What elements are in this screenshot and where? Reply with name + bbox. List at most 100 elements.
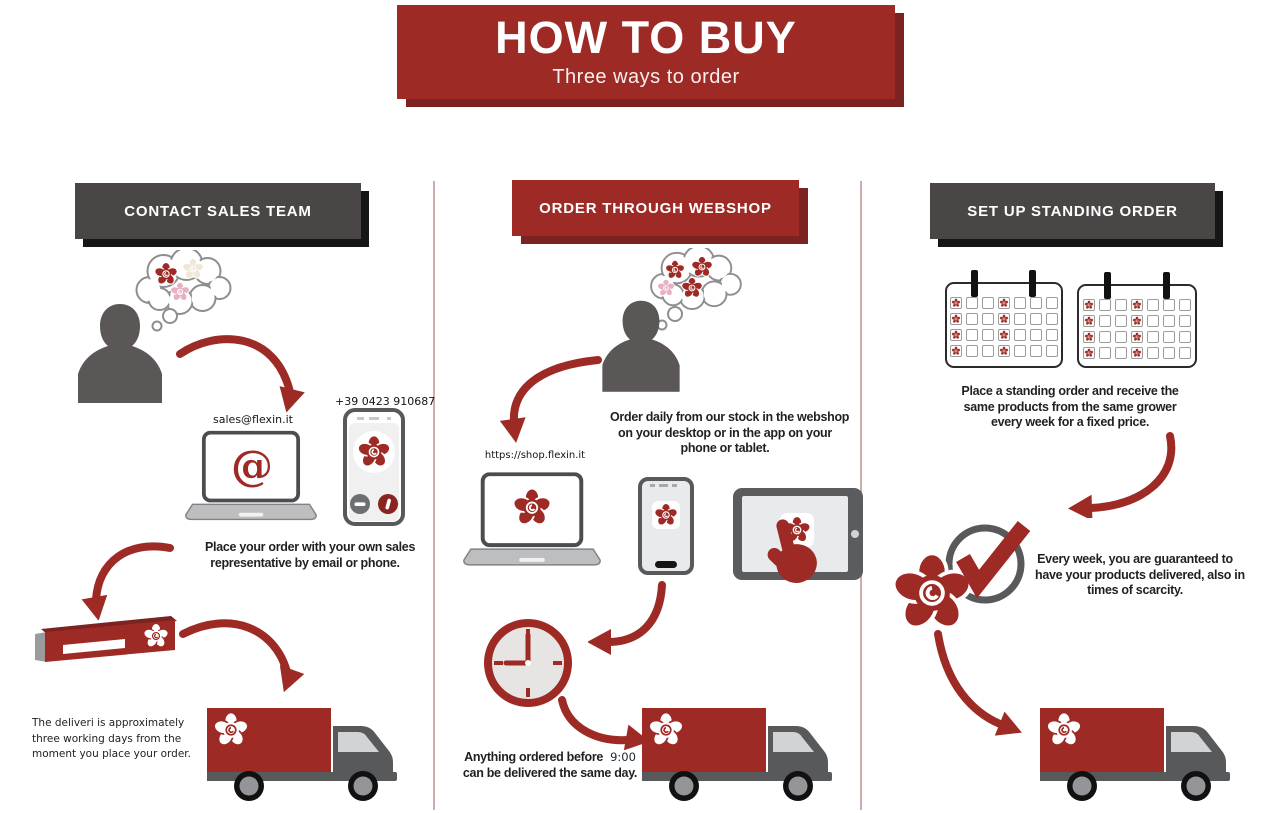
curved-arrow-icon — [934, 630, 1022, 736]
contact-header-title: CONTACT SALES TEAM — [124, 202, 312, 220]
rose-icon — [1131, 332, 1142, 342]
calendar-cell — [1130, 347, 1143, 359]
calendar-icon — [945, 270, 1063, 368]
at-symbol: @ — [231, 441, 273, 490]
calendar-cell — [1045, 345, 1058, 357]
calendar-cell — [1029, 297, 1042, 309]
calendar-cell — [1013, 329, 1026, 341]
delivery-truck-icon — [640, 702, 838, 802]
calendar-cell — [965, 297, 978, 309]
calendar-cell — [997, 297, 1010, 309]
calendar-cell — [1130, 315, 1143, 327]
calendar-cell — [1029, 313, 1042, 325]
standing-order-step2-text: Every week, you are guaranteed to have y… — [1035, 552, 1245, 597]
curved-arrow-icon — [499, 356, 602, 443]
rose-icon — [1083, 332, 1094, 342]
contact-delivery-note: The deliveri is approximately three work… — [32, 717, 191, 760]
calendar-cell — [997, 345, 1010, 357]
page-title: HOW TO BUY — [495, 12, 797, 63]
calendar-cell — [1130, 299, 1143, 311]
pointing-hand-icon — [762, 518, 820, 588]
webshop-url: https://shop.flexin.it — [484, 450, 586, 461]
contact-header-banner: CONTACT SALES TEAM — [75, 183, 361, 239]
rose-icon — [998, 298, 1009, 308]
standing-order-header-title: SET UP STANDING ORDER — [967, 202, 1178, 220]
sales-email: sales@flexin.it — [213, 413, 293, 426]
calendar-cell — [1146, 347, 1159, 359]
rose-icon — [950, 314, 961, 324]
calendar-cell — [1082, 347, 1095, 359]
calendar-cell — [1098, 315, 1111, 327]
webshop-step1-text: Order daily from our stock in the websho… — [610, 410, 850, 455]
calendar-cell — [1146, 331, 1159, 343]
check-circle-icon — [891, 521, 1031, 634]
calendar-cell — [1114, 331, 1127, 343]
calendar-cell — [1130, 331, 1143, 343]
column-divider-1 — [433, 181, 435, 810]
calendar-cell — [1162, 315, 1175, 327]
calendar-cell — [981, 313, 994, 325]
standing-order-step1-text: Place a standing order and receive the s… — [961, 384, 1179, 429]
calendar-cell — [1013, 297, 1026, 309]
sales-phone-number: +39 0423 910687 — [335, 395, 436, 408]
calendar-cell — [1162, 299, 1175, 311]
curved-arrow-icon — [81, 542, 174, 620]
curved-arrow-icon — [1068, 432, 1176, 518]
delivery-truck-icon — [1038, 702, 1236, 802]
calendar-cell — [1029, 345, 1042, 357]
calendar-cell — [949, 345, 962, 357]
calendar-cell — [1098, 299, 1111, 311]
standing-order-header-banner: SET UP STANDING ORDER — [930, 183, 1215, 239]
curved-arrow-icon — [588, 581, 666, 655]
calendar-cell — [981, 329, 994, 341]
calendar-cell — [1045, 313, 1058, 325]
calendar-cell — [949, 329, 962, 341]
rose-icon — [998, 314, 1009, 324]
calendar-cell — [1114, 315, 1127, 327]
calendar-cell — [1013, 345, 1026, 357]
calendar-peg — [971, 270, 978, 297]
phone-call-icon — [343, 408, 405, 526]
calendar-cell — [981, 345, 994, 357]
calendar-cell — [1082, 299, 1095, 311]
calendar-cell — [1045, 329, 1058, 341]
person-icon — [602, 300, 680, 392]
calendar-cell — [981, 297, 994, 309]
calendar-cell — [997, 313, 1010, 325]
calendar-cell — [1162, 331, 1175, 343]
rose-icon — [950, 330, 961, 340]
cutoff-time: 9:00 — [610, 750, 636, 764]
phone-app-icon — [638, 477, 694, 575]
calendar-peg — [1029, 270, 1036, 297]
calendar-cell — [1082, 331, 1095, 343]
curved-arrow-icon — [558, 696, 647, 751]
webshop-header-banner: ORDER THROUGH WEBSHOP — [512, 180, 799, 236]
delivery-truck-icon — [205, 702, 403, 802]
header-banner: HOW TO BUY Three ways to order — [397, 5, 895, 99]
rose-icon — [998, 330, 1009, 340]
rose-icon — [1083, 348, 1094, 358]
page-subtitle: Three ways to order — [552, 66, 740, 88]
calendar-cell — [1146, 299, 1159, 311]
rose-icon — [998, 346, 1009, 356]
rose-icon — [1083, 300, 1094, 310]
calendar-cell — [1178, 315, 1191, 327]
thought-bubble-icon — [135, 250, 232, 332]
clock-icon — [484, 619, 572, 707]
contact-step1-text: Place your order with your own sales rep… — [205, 540, 416, 570]
calendar-cell — [965, 345, 978, 357]
calendar-cell — [1162, 347, 1175, 359]
calendar-cell — [1178, 347, 1191, 359]
webshop-header-title: ORDER THROUGH WEBSHOP — [539, 199, 772, 217]
calendar-cell — [949, 297, 962, 309]
curved-arrow-icon — [179, 619, 305, 693]
rose-icon — [1083, 316, 1094, 326]
calendar-cell — [1029, 329, 1042, 341]
calendar-cell — [1178, 331, 1191, 343]
rose-icon — [1131, 300, 1142, 310]
rose-icon — [1131, 348, 1142, 358]
calendar-peg — [1104, 272, 1111, 299]
rose-icon — [950, 346, 961, 356]
calendar-cell — [949, 313, 962, 325]
